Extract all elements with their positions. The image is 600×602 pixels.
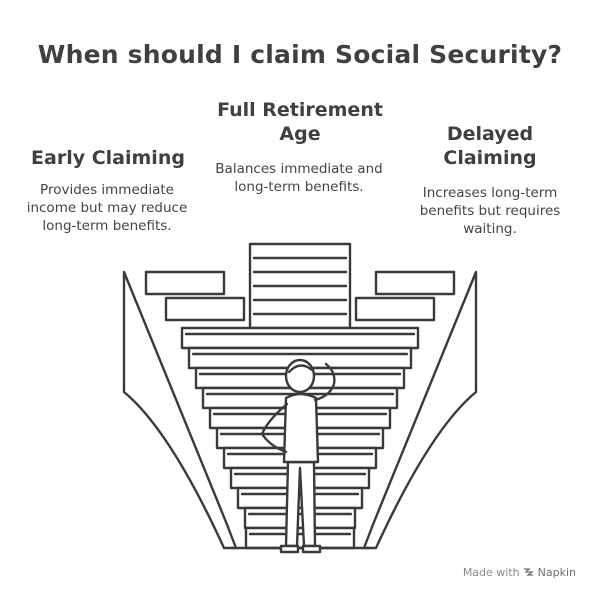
person-figure [260,358,336,554]
napkin-brand-label: Napkin [537,566,576,579]
left-shoe [279,544,300,554]
left-side-step [164,296,246,322]
delayed-claiming-description: Increases long-term benefits but require… [419,185,561,237]
page-title: When should I claim Social Security? [37,40,563,69]
left-arm [260,402,289,454]
early-claiming-heading: Early Claiming [31,147,185,169]
early-claiming-description: Provides immediate income but may reduce… [26,182,188,234]
person-torso [282,392,320,464]
full-retirement-heading: Full Retirement Age [217,99,383,145]
left-side-step [144,270,226,296]
right-side-step [374,270,456,296]
stair-step [243,506,357,530]
delayed-claiming-heading: Delayed Claiming [443,123,537,169]
full-retirement-description: Balances immediate and long-term benefit… [215,161,383,195]
right-arm [313,362,336,402]
stair-step [244,526,356,550]
made-with-label: Made with [462,566,520,579]
made-with-footer: Made with Napkin [463,566,576,579]
stair-step [180,326,420,350]
right-shoe [301,544,322,554]
right-wall [362,270,478,550]
hair-line [287,364,314,374]
left-wall [122,270,238,550]
right-side-step [354,296,436,322]
napkin-logo-icon [523,566,538,579]
